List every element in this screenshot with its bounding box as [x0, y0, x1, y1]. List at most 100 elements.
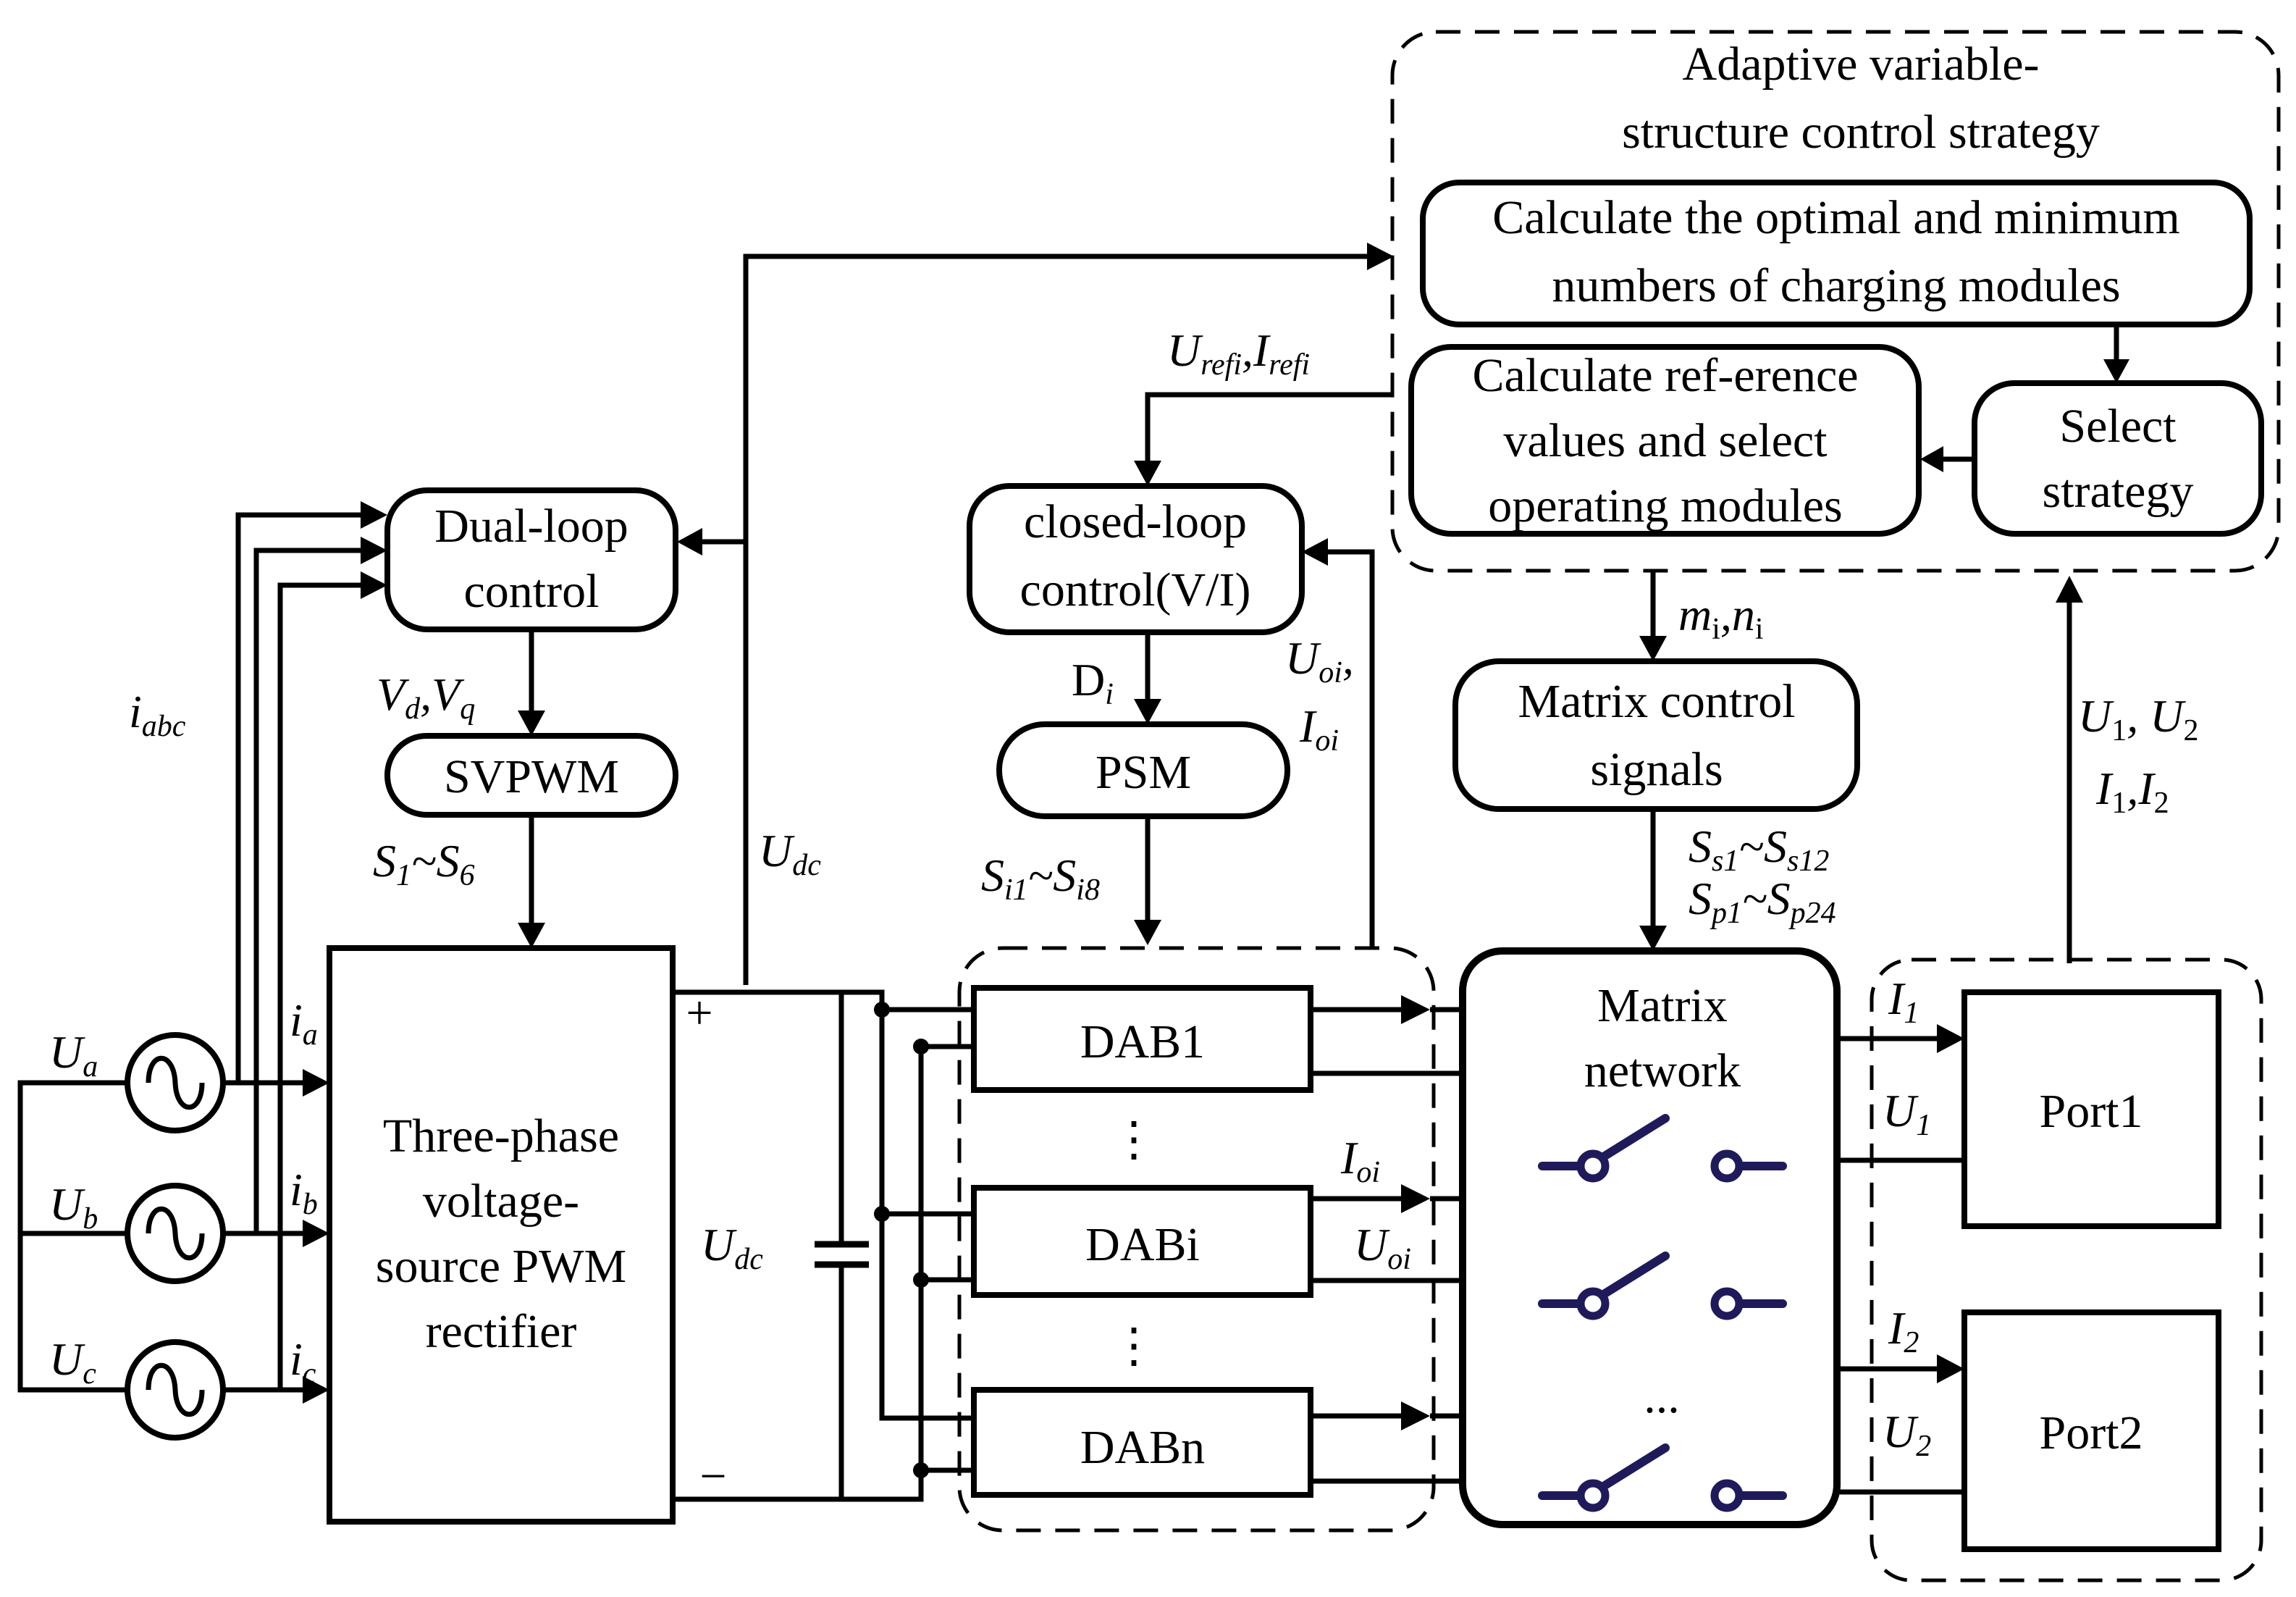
dc-minus-sign: − — [699, 1450, 726, 1503]
junction-dot — [874, 1002, 890, 1018]
sine-icon — [146, 1362, 205, 1417]
label-si1-si8: Si1~Si8 — [981, 850, 1100, 907]
junction-dot — [913, 1039, 929, 1055]
ac-source-b — [125, 1183, 226, 1284]
port1-box[interactable]: Port1 — [1961, 989, 2221, 1229]
label-i1: I1 — [1888, 973, 1919, 1030]
arrow-head — [303, 1220, 329, 1247]
dab-dashed-border — [957, 946, 1436, 1533]
junction-dot — [874, 1206, 890, 1222]
arrow-head — [1302, 538, 1328, 566]
arrow-head — [361, 537, 387, 564]
arrow-head — [518, 923, 545, 948]
closed-loop-line2: control(V/I) — [1020, 563, 1251, 616]
ac-source-c — [125, 1339, 226, 1441]
uref-line — [1145, 392, 1392, 464]
arrow-head — [1401, 1184, 1430, 1213]
psm-box[interactable]: PSM — [996, 721, 1290, 819]
arrow-head — [1134, 920, 1161, 945]
arrow-head — [361, 501, 387, 529]
dab-ellipsis-1: ⋮ — [1110, 1113, 1158, 1166]
arrow-head — [1367, 243, 1394, 270]
ac-sources — [17, 1032, 329, 1441]
port1-label: Port1 — [2039, 1085, 2142, 1138]
udc-feedback-line — [743, 253, 1368, 985]
select-strategy-line1: Select — [2059, 400, 2176, 453]
label-ss1-ss12: Ss1~Ss12 — [1689, 821, 1829, 878]
label-mi-ni: mi,ni — [1678, 589, 1764, 646]
port2-box[interactable]: Port2 — [1961, 1309, 2221, 1552]
uoi-ioi-feedback-line — [1325, 549, 1375, 948]
select-strategy-box[interactable]: Select strategy — [1972, 380, 2264, 537]
label-uc: Uc — [49, 1333, 96, 1391]
calc-reference-box[interactable]: Calculate ref-erence values and select o… — [1408, 344, 1922, 537]
label-ioi-feedback: Ioi — [1299, 700, 1339, 758]
switch-icon — [1538, 1114, 1787, 1183]
arrow-head — [1920, 446, 1943, 472]
ic-feedback-line — [277, 582, 362, 1390]
port2-label: Port2 — [2039, 1407, 2142, 1459]
label-u2: U2 — [1883, 1406, 1931, 1463]
switch-ellipsis: ... — [1644, 1370, 1680, 1423]
arrow-head — [1937, 1354, 1964, 1383]
arrow-head — [303, 1069, 329, 1097]
label-uoi: Uoi, — [1285, 632, 1354, 689]
dabn-module[interactable]: DABn — [971, 1387, 1313, 1498]
label-vd-vq: Vd,Vq — [377, 668, 475, 726]
arrow-head — [1937, 1024, 1964, 1053]
label-udc-feedback: Udc — [759, 825, 821, 882]
arrow-head — [677, 528, 702, 556]
ports-dashed-border — [1870, 957, 2263, 1583]
rectifier-line1: Three-phase — [383, 1110, 619, 1162]
calc-reference-line1: Calculate ref-erence — [1472, 349, 1858, 402]
arrow-head — [2103, 359, 2129, 383]
closed-loop-control-box[interactable]: closed-loop control(V/I) — [967, 483, 1305, 635]
matrix-network-box[interactable]: Matrix network — [1459, 947, 1841, 1528]
closed-loop-line1: closed-loop — [1024, 495, 1247, 548]
arrow-head — [1134, 699, 1161, 724]
adaptive-strategy-group: Adaptive variable- structure control str… — [1390, 30, 2281, 573]
calc-optimal-line2: numbers of charging modules — [1552, 259, 2120, 312]
dc-plus-bus — [673, 989, 974, 1421]
calc-optimal-box[interactable]: Calculate the optimal and minimum number… — [1420, 180, 2253, 327]
rectifier-line3: source PWM — [376, 1240, 626, 1293]
psm-label: PSM — [1096, 746, 1191, 799]
rectifier-box[interactable]: Three-phase voltage- source PWM rectifie… — [327, 945, 676, 1525]
matrix-control-line1: Matrix control — [1518, 675, 1795, 728]
arrow-head — [1639, 926, 1667, 951]
calc-reference-line3: operating modules — [1488, 479, 1842, 532]
dab1-module[interactable]: DAB1 — [971, 985, 1313, 1093]
matrix-network-line2: network — [1584, 1044, 1741, 1097]
arrow-head — [518, 711, 545, 736]
matrix-control-signals-box[interactable]: Matrix control signals — [1452, 658, 1860, 812]
label-ioi: Ioi — [1340, 1132, 1380, 1189]
arrow-head — [303, 1376, 329, 1404]
arrow-head — [1401, 995, 1430, 1024]
strategy-title-line1: Adaptive variable- — [1683, 38, 2040, 91]
strategy-title-line2: structure control strategy — [1622, 106, 2100, 159]
arrow-head — [2056, 576, 2083, 603]
arrow-head — [1401, 1401, 1430, 1430]
dual-loop-control-box[interactable]: Dual-loop control — [384, 487, 678, 632]
label-di: Di — [1072, 654, 1114, 711]
label-uref-iref: Urefi,Irefi — [1167, 324, 1310, 382]
label-ic: ic — [290, 1333, 316, 1391]
label-ib: ib — [290, 1164, 318, 1221]
dabn-label: DABn — [1080, 1421, 1205, 1474]
dc-plus-sign: + — [686, 986, 712, 1039]
label-sp1-sp24: Sp1~Sp24 — [1689, 873, 1836, 930]
dual-loop-line1: Dual-loop — [434, 500, 628, 553]
label-ia: ia — [290, 994, 318, 1052]
switch-icon — [1538, 1443, 1787, 1512]
svpwm-box[interactable]: SVPWM — [384, 733, 678, 818]
dabi-module[interactable]: DABi — [971, 1185, 1313, 1298]
label-iabc: iabc — [129, 686, 186, 743]
dabi-label: DABi — [1085, 1218, 1200, 1271]
matrix-control-line2: signals — [1590, 743, 1723, 796]
sine-icon — [146, 1055, 205, 1110]
arrow-head — [1134, 461, 1161, 486]
label-u1: U1 — [1883, 1085, 1931, 1142]
matrix-network-line1: Matrix — [1597, 979, 1728, 1032]
label-i2: I2 — [1888, 1302, 1919, 1359]
